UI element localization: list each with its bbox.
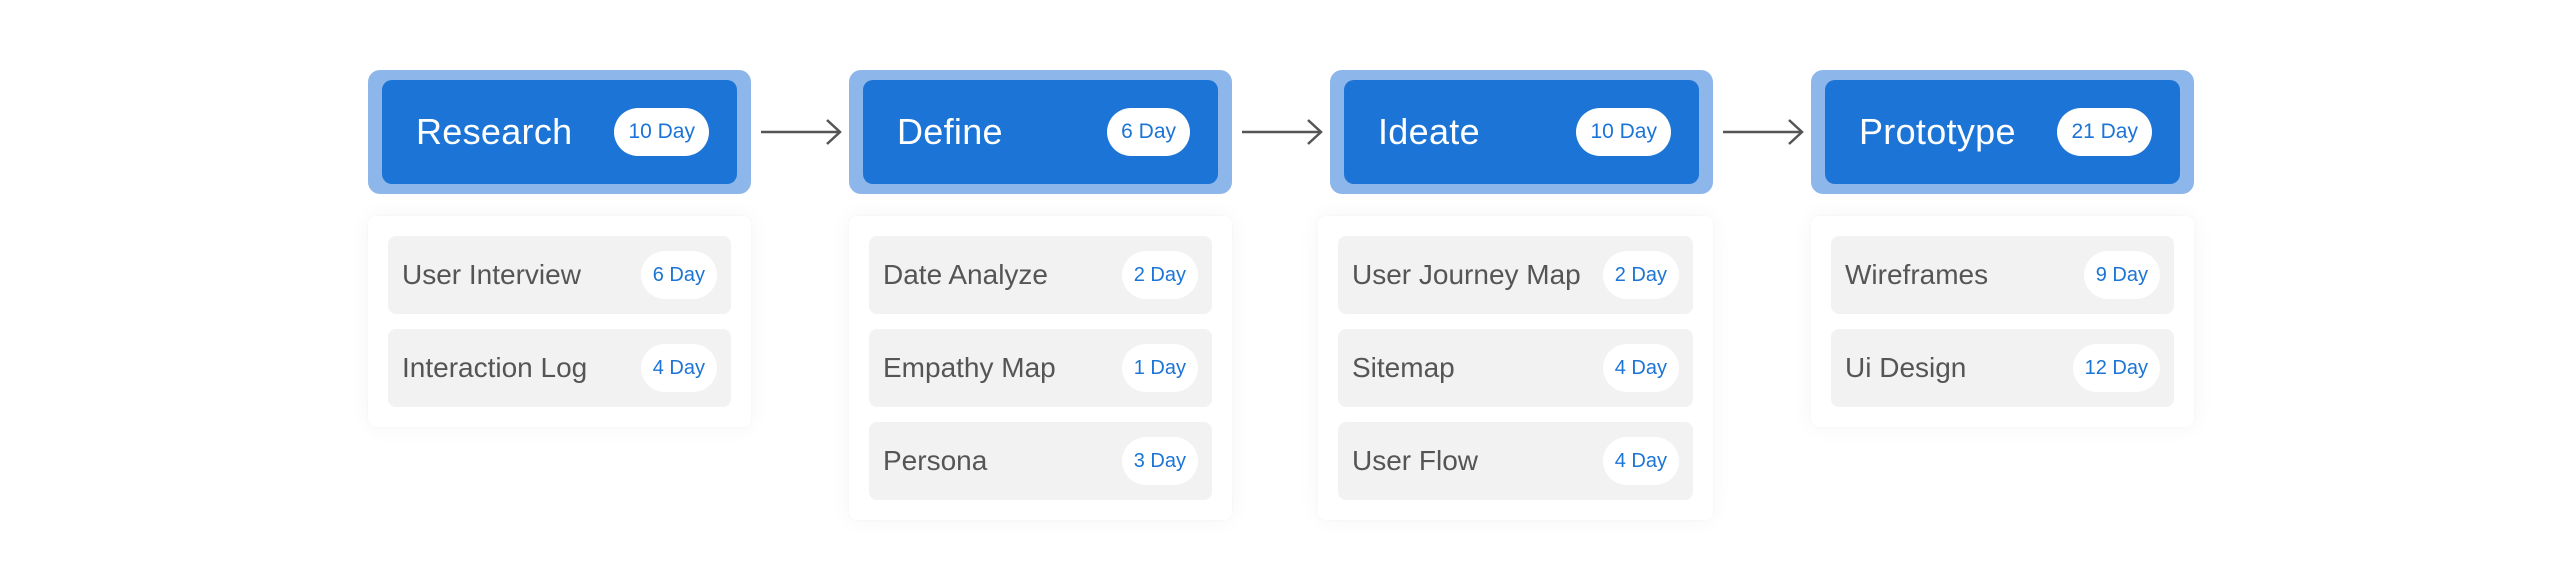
task-label: Sitemap: [1352, 352, 1455, 383]
task-panel: User Interview 6 Day Interaction Log 4 D…: [368, 216, 751, 427]
phase-header: Ideate 10 Day: [1330, 70, 1713, 194]
phase-header: Prototype 21 Day: [1811, 70, 2194, 194]
task-label: Empathy Map: [883, 352, 1056, 383]
task-item: Empathy Map 1 Day: [869, 329, 1212, 407]
task-duration-badge: 9 Day: [2083, 251, 2160, 299]
task-duration-badge: 3 Day: [1121, 437, 1198, 485]
task-item: Date Analyze 2 Day: [869, 236, 1212, 314]
task-item: User Journey Map 2 Day: [1338, 236, 1693, 314]
task-duration-badge: 12 Day: [2072, 344, 2160, 392]
phase-header-inner: Ideate 10 Day: [1344, 80, 1699, 184]
task-label: User Interview: [402, 259, 581, 290]
phase-duration-badge: 21 Day: [2057, 108, 2152, 156]
task-duration-badge: 1 Day: [1121, 344, 1198, 392]
task-duration-badge: 4 Day: [1602, 437, 1679, 485]
task-item: Ui Design 12 Day: [1831, 329, 2174, 407]
task-item: Wireframes 9 Day: [1831, 236, 2174, 314]
task-label: Persona: [883, 445, 988, 476]
task-item: Persona 3 Day: [869, 422, 1212, 500]
task-item: User Flow 4 Day: [1338, 422, 1693, 500]
task-duration-badge: 6 Day: [640, 251, 717, 299]
task-label: User Flow: [1352, 445, 1479, 476]
right-arrow-icon: [1723, 119, 1804, 145]
task-item: User Interview 6 Day: [388, 236, 731, 314]
task-panel: User Journey Map 2 Day Sitemap 4 Day Use…: [1318, 216, 1713, 520]
task-label: User Journey Map: [1352, 259, 1581, 290]
task-duration-badge: 2 Day: [1121, 251, 1198, 299]
phase-title: Research: [416, 111, 573, 152]
task-duration-badge: 2 Day: [1602, 251, 1679, 299]
right-arrow-icon: [1242, 119, 1323, 145]
phase-duration-badge: 10 Day: [614, 108, 709, 156]
task-label: Ui Design: [1845, 352, 1967, 383]
task-label: Date Analyze: [883, 259, 1048, 290]
phase-title: Prototype: [1859, 111, 2016, 152]
phase-title: Define: [897, 111, 1003, 152]
task-item: Interaction Log 4 Day: [388, 329, 731, 407]
phase-duration-badge: 10 Day: [1576, 108, 1671, 156]
task-duration-badge: 4 Day: [640, 344, 717, 392]
phase-header-inner: Prototype 21 Day: [1825, 80, 2180, 184]
phase-header-inner: Define 6 Day: [863, 80, 1218, 184]
phase-header-inner: Research 10 Day: [382, 80, 737, 184]
phase-header: Research 10 Day: [368, 70, 751, 194]
right-arrow-icon: [761, 119, 842, 145]
phase-header: Define 6 Day: [849, 70, 1232, 194]
phase-duration-badge: 6 Day: [1107, 108, 1190, 156]
task-duration-badge: 4 Day: [1602, 344, 1679, 392]
task-label: Interaction Log: [402, 352, 588, 383]
task-label: Wireframes: [1845, 259, 1989, 290]
task-item: Sitemap 4 Day: [1338, 329, 1693, 407]
phase-title: Ideate: [1378, 111, 1480, 152]
task-panel: Date Analyze 2 Day Empathy Map 1 Day Per…: [849, 216, 1232, 520]
task-panel: Wireframes 9 Day Ui Design 12 Day: [1811, 216, 2194, 427]
